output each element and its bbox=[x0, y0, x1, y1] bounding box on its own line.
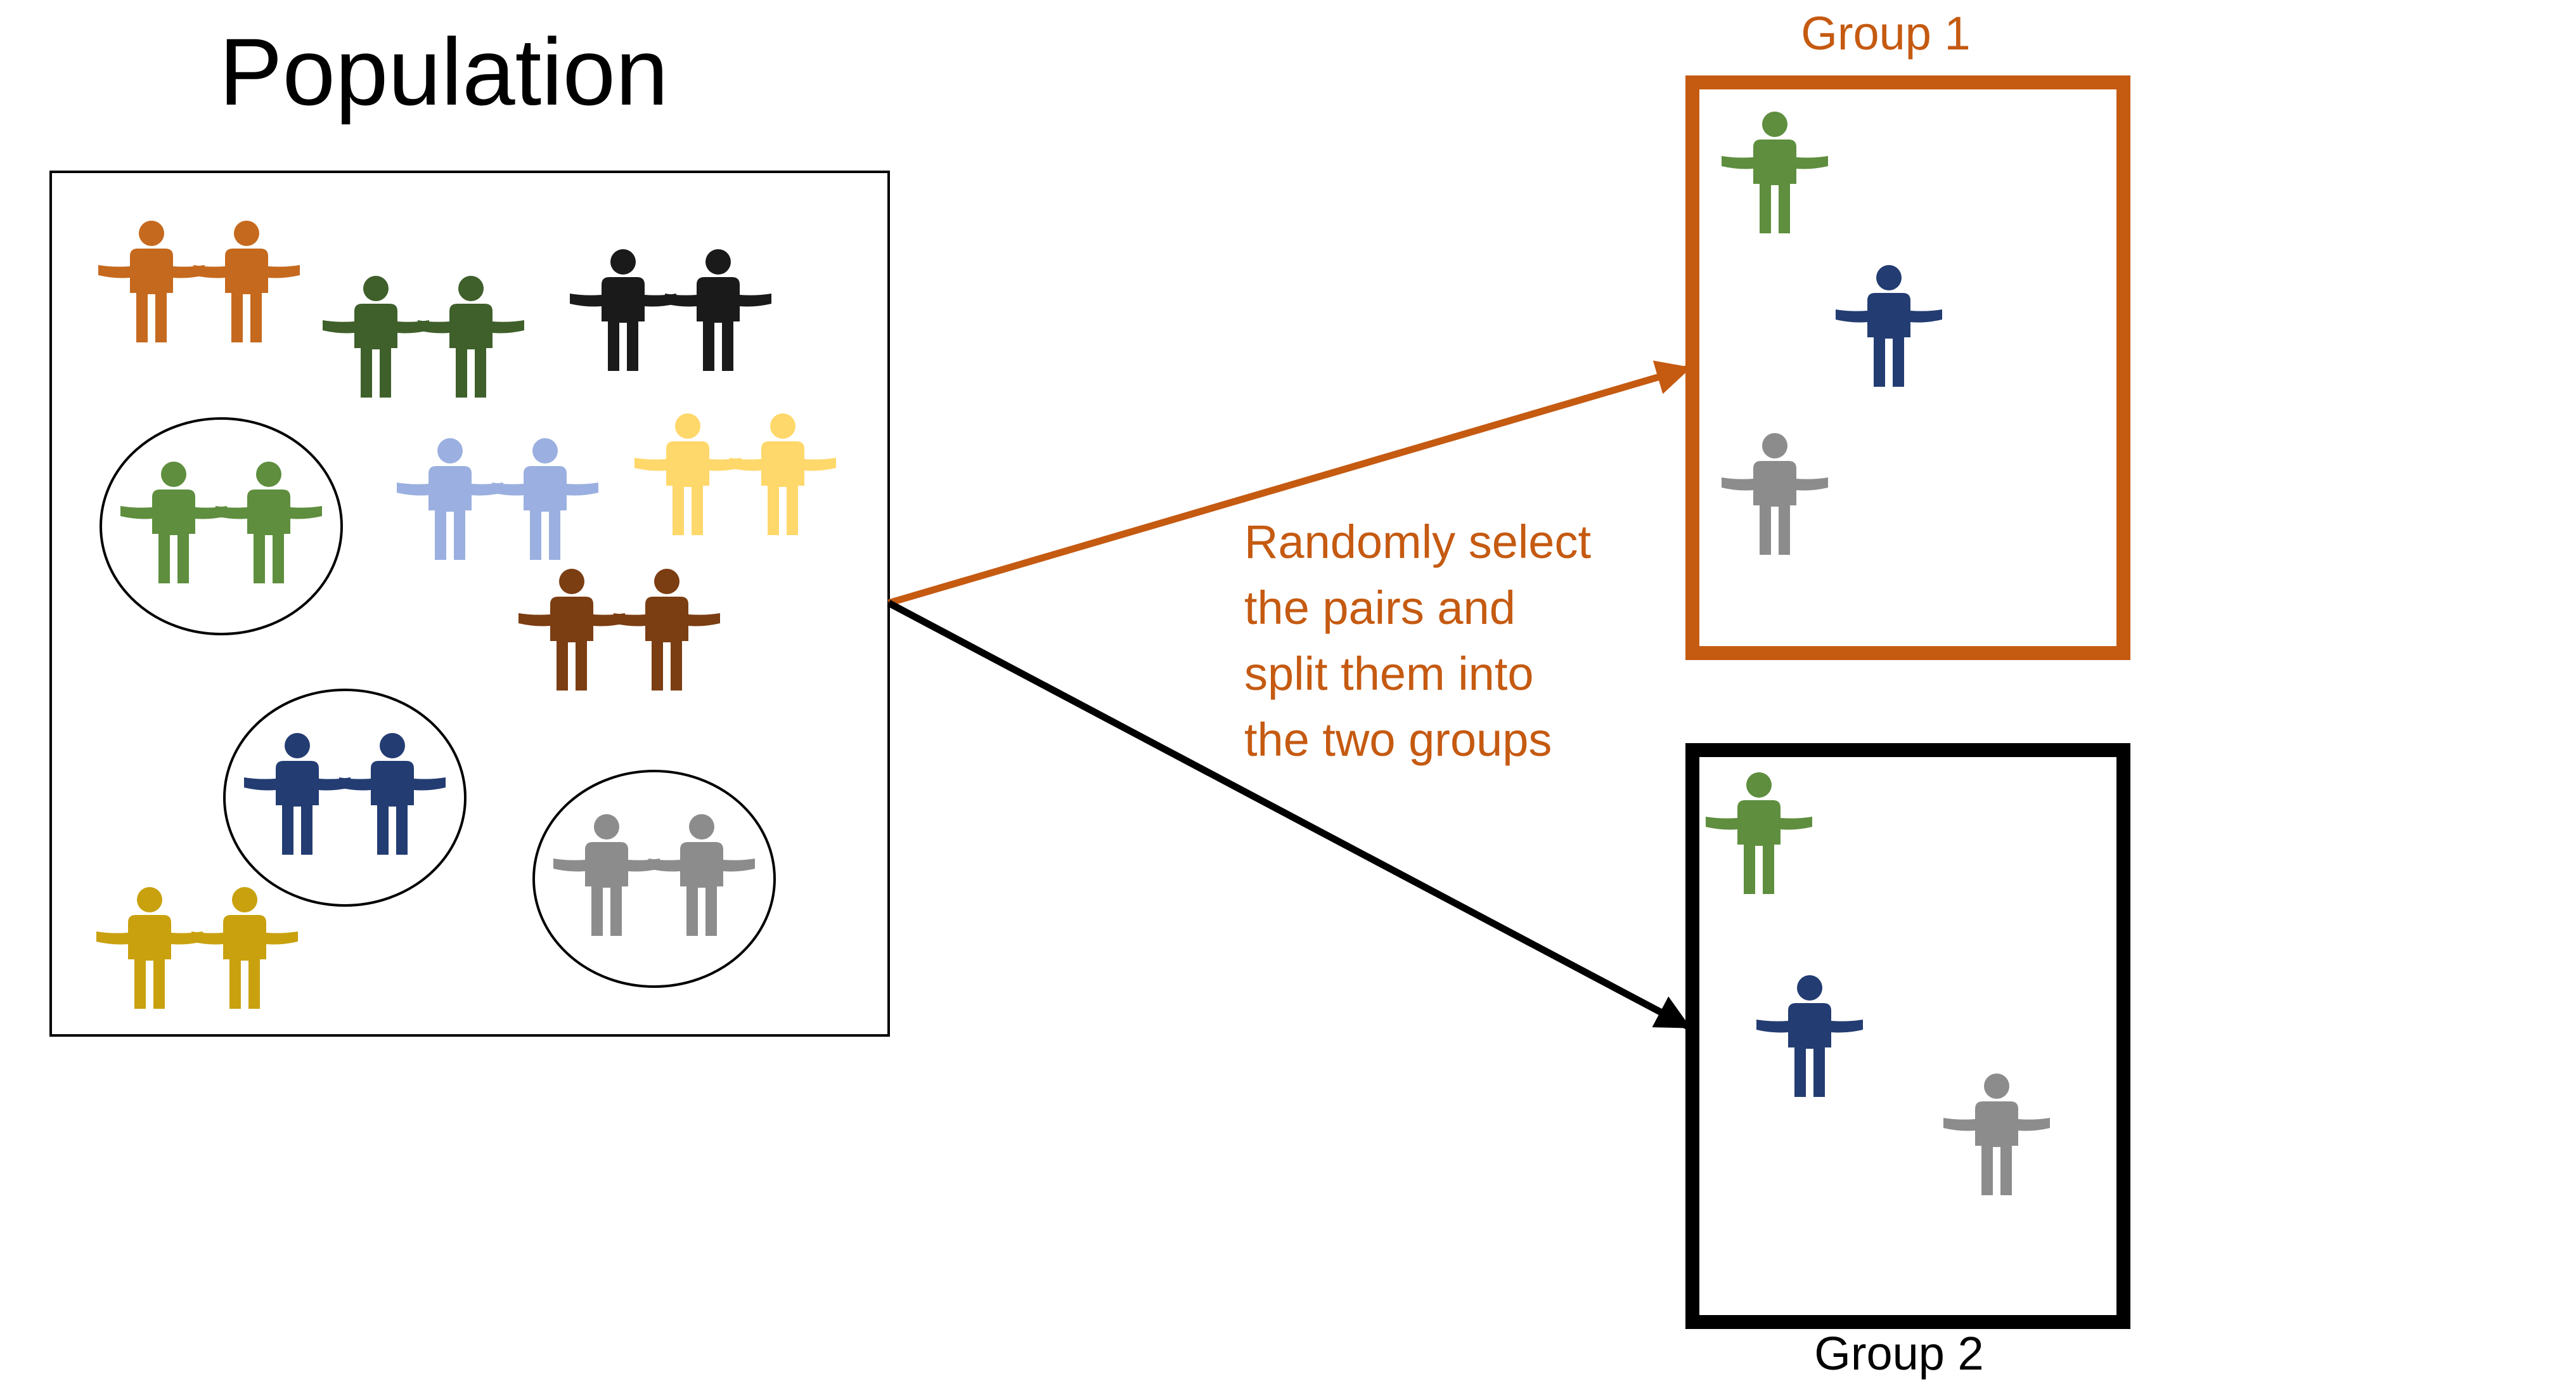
page-title: Population bbox=[219, 18, 669, 125]
group-1-label: Group 1 bbox=[1801, 7, 1970, 60]
gray-pair-circle bbox=[532, 770, 776, 988]
caption-line: split them into bbox=[1244, 647, 1534, 700]
caption-line: the pairs and bbox=[1244, 581, 1516, 634]
group-2-label: Group 2 bbox=[1814, 1327, 1983, 1380]
caption-line: Randomly select bbox=[1244, 515, 1591, 568]
population-people bbox=[96, 221, 836, 1009]
group-1-box bbox=[1685, 75, 2130, 660]
randomization-caption: Randomly select the pairs and split them… bbox=[1244, 515, 1604, 766]
arrow-to-group-1 bbox=[887, 360, 1692, 607]
arrow-to-group-2 bbox=[887, 600, 1691, 1030]
navy-pair-circle bbox=[223, 689, 467, 907]
caption-line: the two groups bbox=[1244, 713, 1552, 766]
green-pair-circle bbox=[100, 417, 343, 635]
